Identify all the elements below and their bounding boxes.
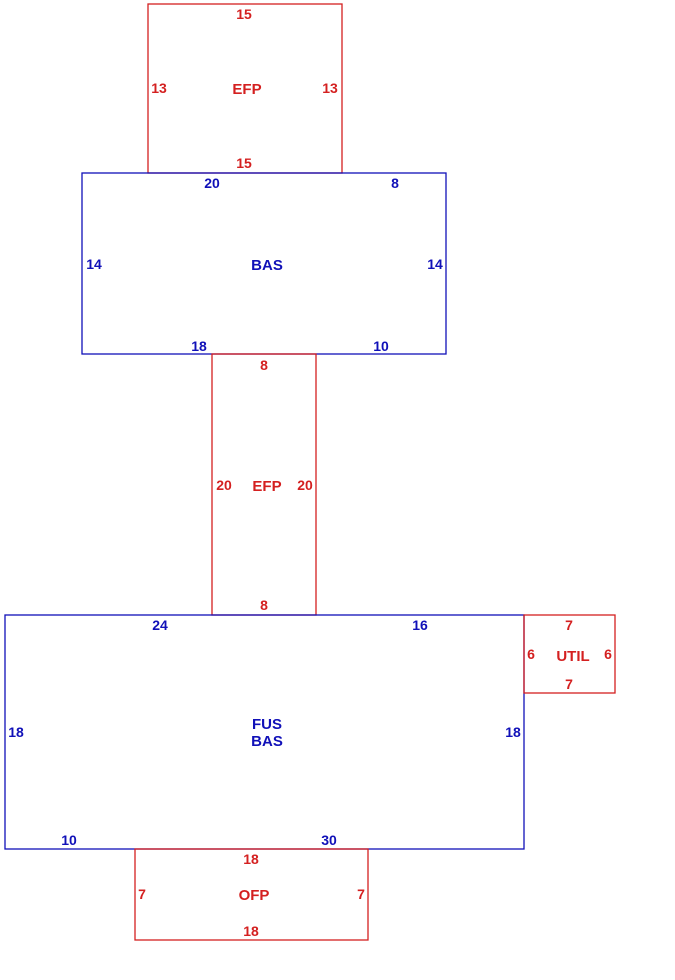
efp-top-dim-bottom: 15 [236,155,252,171]
ofp-dim-top: 18 [243,851,259,867]
ofp-dim-right: 7 [357,886,365,902]
fus-bas-dim-bottom-b: 30 [321,832,337,848]
bas-upper-area-label: BAS [251,257,283,274]
bas-upper-dim-top-a: 20 [204,175,220,191]
bas-upper-dim-right: 14 [427,256,443,272]
efp-top-dim-right: 13 [322,80,338,96]
fus-bas-area-label-line1: FUS [252,716,282,733]
util-dim-top: 7 [565,617,573,633]
efp-top-area-label: EFP [232,81,261,98]
util-dim-left: 6 [527,646,535,662]
ofp-outline [134,848,369,941]
section-fus-bas: 24 16 18 18 FUS BAS 10 30 [4,614,525,850]
ofp-dim-bottom: 18 [243,923,259,939]
efp-middle-dim-top: 8 [260,357,268,373]
fus-bas-dim-left: 18 [8,724,24,740]
bas-upper-dim-left: 14 [86,256,102,272]
fus-bas-dim-top-b: 16 [412,617,428,633]
efp-middle-dim-left: 20 [216,477,232,493]
efp-middle-dim-right: 20 [297,477,313,493]
util-outline [523,614,616,694]
efp-top-dim-top: 15 [236,6,252,22]
efp-middle-dim-bottom: 8 [260,597,268,613]
efp-top-dim-left: 13 [151,80,167,96]
fus-bas-area-label-line2: BAS [251,733,283,750]
ofp-area-label: OFP [239,887,270,904]
fus-bas-dim-bottom-a: 10 [61,832,77,848]
section-efp-top: 15 13 13 EFP 15 [147,3,343,174]
util-dim-right: 6 [604,646,612,662]
bas-upper-dim-bottom-b: 10 [373,338,389,354]
fus-bas-dim-top-a: 24 [152,617,168,633]
bas-upper-dim-top-b: 8 [391,175,399,191]
ofp-dim-left: 7 [138,886,146,902]
section-util: 7 6 6 UTIL 7 [523,614,616,694]
util-area-label: UTIL [556,648,589,665]
util-dim-bottom: 7 [565,676,573,692]
section-bas-upper: 20 8 14 14 BAS 18 10 [81,172,447,355]
section-efp-middle: 8 20 20 EFP 8 [211,353,317,616]
efp-middle-area-label: EFP [252,478,281,495]
fus-bas-dim-right: 18 [505,724,521,740]
bas-upper-dim-bottom-a: 18 [191,338,207,354]
section-ofp: 18 7 7 OFP 18 [134,848,369,941]
